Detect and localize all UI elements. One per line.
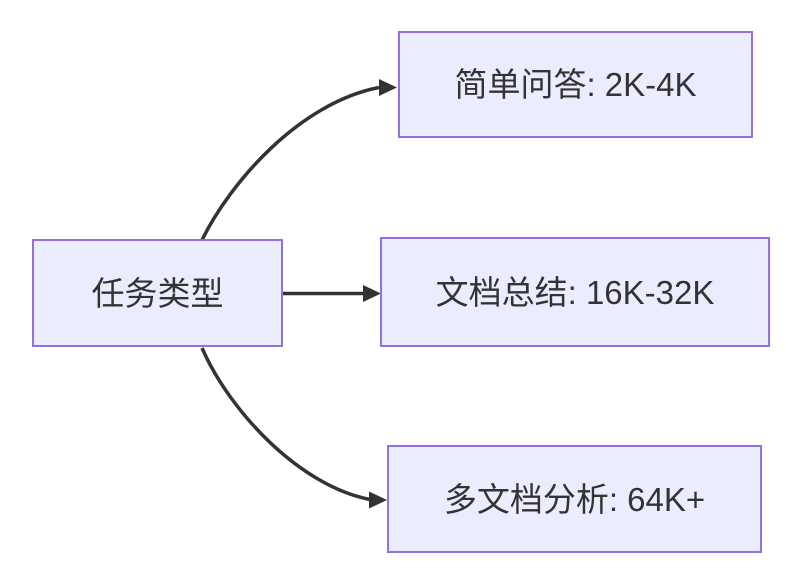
node-multi-doc-label: 多文档分析: 64K+	[443, 480, 706, 518]
node-simple-qa-label: 简单问答: 2K-4K	[454, 66, 697, 103]
node-multi-doc: 多文档分析: 64K+	[387, 445, 762, 553]
node-task-type: 任务类型	[32, 239, 283, 347]
node-doc-summary-label: 文档总结: 16K-32K	[435, 273, 715, 311]
arrowhead-multi-doc-icon	[369, 491, 387, 509]
node-simple-qa: 简单问答: 2K-4K	[398, 31, 753, 138]
edge-to-simple-qa	[200, 85, 380, 241]
node-task-type-label: 任务类型	[91, 274, 224, 312]
node-doc-summary: 文档总结: 16K-32K	[380, 237, 770, 347]
arrowhead-doc-summary-icon	[363, 285, 381, 302]
arrowhead-simple-qa-icon	[379, 79, 397, 96]
edge-to-multi-doc	[200, 347, 371, 502]
